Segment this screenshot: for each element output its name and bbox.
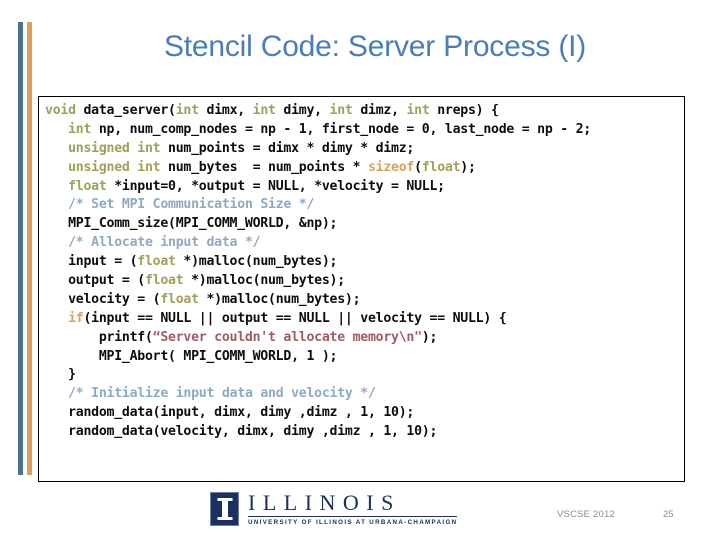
code-token-type: float: [421, 159, 461, 175]
code-token-plain: );: [460, 159, 476, 175]
code-token-plain: input = (: [45, 254, 138, 270]
code-token-plain: velocity = (: [45, 291, 161, 307]
code-token-type: int: [252, 103, 276, 118]
code-token-plain: [45, 141, 68, 156]
code-token-type: int: [406, 103, 430, 118]
code-token-plain: nreps) {: [429, 103, 499, 118]
code-token-plain: printf(: [45, 329, 153, 345]
code-token-plain: [45, 160, 68, 175]
code-token-type: void: [45, 103, 76, 118]
code-token-kw: sizeof: [367, 159, 415, 175]
page-title: Stencil Code: Server Process (I): [163, 30, 587, 63]
code-token-type: float: [144, 273, 184, 289]
code-token-plain: [45, 386, 68, 401]
code-line: velocity = (float *)malloc(num_bytes);: [45, 291, 684, 310]
code-token-comment: /* Initialize input data and velocity */: [68, 386, 376, 402]
illinois-column-icon: [210, 492, 239, 527]
code-token-plain: data_server(: [75, 103, 176, 118]
code-line: /* Initialize input data and velocity */: [45, 385, 684, 404]
code-line: int np, num_comp_nodes = np - 1, first_n…: [45, 121, 684, 140]
code-token-plain: [45, 311, 68, 326]
code-token-plain: }: [45, 367, 76, 383]
code-token-plain: );: [421, 329, 438, 345]
code-token-type: int: [329, 103, 353, 118]
code-token-type: unsigned int: [68, 140, 161, 156]
code-token-plain: *input=0, *output = NULL, *velocity = NU…: [106, 178, 445, 194]
code-token-plain: *)malloc(num_bytes);: [175, 254, 338, 270]
code-token-plain: dimy,: [275, 103, 330, 118]
code-token-type: float: [137, 254, 176, 270]
code-line: }: [45, 366, 684, 385]
footer-event-label: VSCSE 2012: [557, 509, 615, 520]
code-token-plain: *)malloc(num_bytes);: [198, 291, 361, 307]
code-token-type: float: [68, 178, 107, 194]
code-line: /* Set MPI Communication Size */: [45, 196, 684, 215]
code-line: printf(“Server couldn't allocate memory\…: [45, 329, 684, 348]
code-line: input = (float *)malloc(num_bytes);: [45, 253, 684, 272]
accent-bar-blue: [18, 22, 23, 475]
slide-accent-bars: [18, 22, 32, 475]
code-token-plain: dimx,: [198, 103, 253, 118]
code-token-comment: /* Set MPI Communication Size */: [68, 197, 315, 213]
code-token-string: “Server couldn't allocate memory\n": [152, 329, 422, 345]
code-token-plain: MPI_Comm_size(MPI_COMM_WORLD, &np);: [45, 216, 338, 232]
illinois-logo-text: ILLINOIS UNIVERSITY OF ILLINOIS AT URBAN…: [248, 492, 458, 526]
code-token-type: int: [175, 103, 199, 118]
code-token-comment: /* Allocate input data */: [68, 235, 261, 251]
code-line: if(input == NULL || output == NULL || ve…: [45, 310, 684, 329]
code-line: unsigned int num_bytes = num_points * si…: [45, 159, 684, 178]
code-block-container: void data_server(int dimx, int dimy, int…: [38, 96, 685, 482]
code-line: MPI_Abort( MPI_COMM_WORLD, 1 );: [45, 348, 684, 367]
code-token-type: float: [160, 291, 199, 307]
code-token-plain: random_data(velocity, dimx, dimy ,dimz ,…: [45, 424, 438, 440]
code-line: random_data(velocity, dimx, dimy ,dimz ,…: [45, 423, 684, 442]
code-token-plain: output = (: [45, 273, 145, 289]
code-token-plain: random_data(input, dimx, dimy ,dimz , 1,…: [45, 405, 415, 421]
code-token-plain: [45, 122, 68, 137]
code-token-plain: [45, 197, 68, 212]
code-line: output = (float *)malloc(num_bytes);: [45, 272, 684, 291]
code-token-kw: if: [68, 310, 84, 326]
code-token-type: unsigned int: [68, 159, 161, 175]
code-token-plain: np, num_comp_nodes = np - 1, first_node …: [91, 121, 591, 137]
code-token-plain: (input == NULL || output == NULL || velo…: [83, 310, 507, 326]
illinois-logo: ILLINOIS UNIVERSITY OF ILLINOIS AT URBAN…: [210, 492, 458, 527]
illinois-wordmark: ILLINOIS: [248, 492, 458, 517]
code-token-plain: *)malloc(num_bytes);: [183, 273, 345, 289]
code-token-plain: [45, 235, 68, 250]
code-token-plain: num_points = dimx * dimy * dimz;: [160, 140, 415, 156]
code-line: /* Allocate input data */: [45, 234, 684, 253]
code-token-plain: num_bytes = num_points *: [160, 159, 368, 175]
illinois-tagline: UNIVERSITY OF ILLINOIS AT URBANA-CHAMPAI…: [248, 519, 458, 526]
code-line: void data_server(int dimx, int dimy, int…: [45, 102, 684, 121]
accent-bar-orange: [27, 22, 32, 475]
code-token-plain: (: [414, 159, 422, 175]
code-listing: void data_server(int dimx, int dimy, int…: [45, 102, 684, 442]
footer-page-number: 25: [663, 509, 674, 520]
code-token-plain: [45, 179, 68, 194]
code-token-plain: dimz,: [352, 103, 407, 118]
code-line: random_data(input, dimx, dimy ,dimz , 1,…: [45, 404, 684, 423]
code-token-type: int: [68, 121, 92, 137]
code-line: float *input=0, *output = NULL, *velocit…: [45, 178, 684, 197]
code-token-plain: MPI_Abort( MPI_COMM_WORLD, 1 );: [45, 348, 338, 364]
code-line: unsigned int num_points = dimx * dimy * …: [45, 140, 684, 159]
code-line: MPI_Comm_size(MPI_COMM_WORLD, &np);: [45, 215, 684, 234]
